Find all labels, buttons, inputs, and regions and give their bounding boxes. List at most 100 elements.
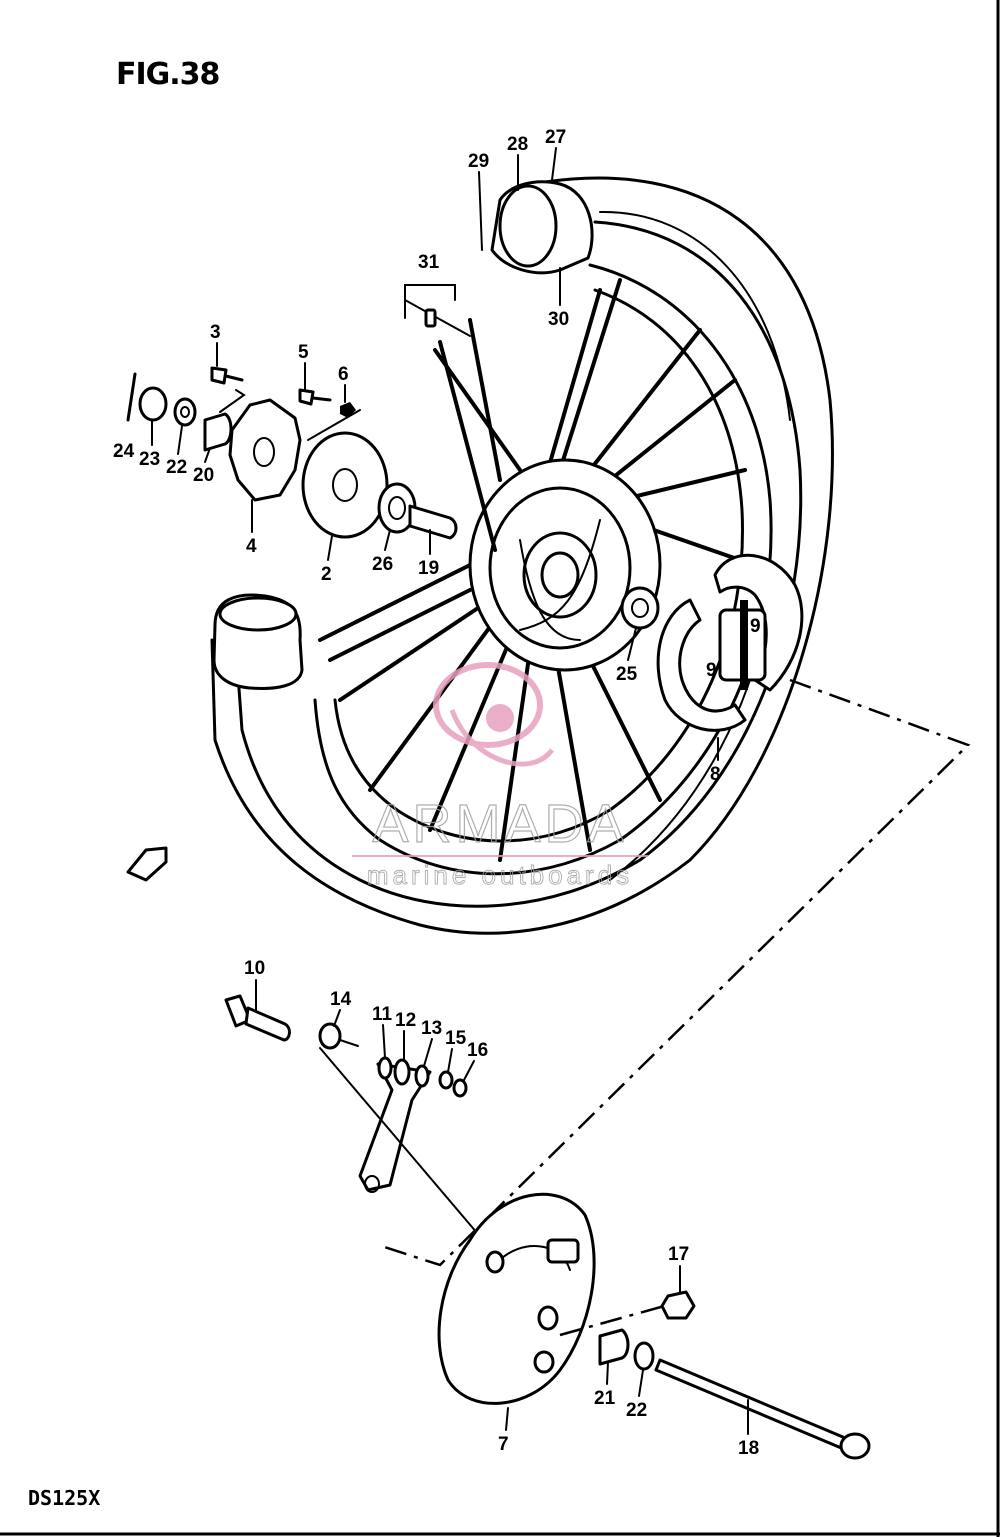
brake-cam-shaft bbox=[244, 1006, 291, 1042]
nut-assembly-line bbox=[559, 1303, 669, 1337]
spoke bbox=[553, 648, 592, 852]
spacer-25-bore bbox=[631, 598, 649, 618]
callout-25: 25 bbox=[616, 664, 638, 685]
callout-11-leader bbox=[382, 1024, 386, 1059]
bolt-3 bbox=[210, 366, 228, 385]
tire-outer-edge bbox=[210, 176, 834, 935]
callout-12: 12 bbox=[395, 1010, 416, 1031]
spoke bbox=[328, 588, 472, 662]
brake-shoe-lower bbox=[656, 598, 747, 732]
watermark: ARMADA marine outboards bbox=[352, 662, 648, 890]
callout-23: 23 bbox=[139, 449, 160, 470]
sprocket-bore bbox=[332, 468, 358, 502]
callout-17: 17 bbox=[668, 1244, 689, 1265]
callout-2: 2 bbox=[321, 564, 332, 585]
washer-22-hole bbox=[180, 406, 190, 418]
spoke bbox=[428, 638, 512, 832]
brake-shoe-upper bbox=[713, 553, 804, 692]
spoke bbox=[608, 378, 737, 482]
callouts: 27 28 29 30 31 3 5 6 24 23 22 20 4 2 26 … bbox=[113, 127, 761, 1459]
watermark-logo-icon bbox=[433, 662, 543, 748]
callout-2-leader bbox=[327, 535, 333, 561]
figure-title: FIG.38 bbox=[116, 57, 220, 92]
spacer-20 bbox=[203, 412, 233, 452]
panel-hole-c bbox=[533, 1350, 555, 1374]
spoke bbox=[543, 288, 602, 482]
hub-drum bbox=[488, 486, 632, 650]
brake-panel-7 bbox=[437, 1192, 596, 1405]
bolt-5-shank bbox=[311, 396, 332, 402]
bearing-26-bore bbox=[388, 496, 406, 520]
callout-29-leader bbox=[478, 171, 483, 251]
panel-stopper bbox=[546, 1238, 580, 1264]
callout-10: 10 bbox=[244, 958, 265, 979]
callout-15: 15 bbox=[445, 1028, 467, 1049]
spoke bbox=[468, 318, 502, 482]
washer-22-lower bbox=[633, 1341, 655, 1371]
spoke-nipple-31 bbox=[424, 308, 437, 328]
callout-22-upper-leader bbox=[177, 425, 183, 455]
cam-to-panel-leader bbox=[319, 1047, 501, 1261]
callout-4: 4 bbox=[246, 536, 257, 557]
sleeve-19 bbox=[408, 504, 458, 540]
callout-22-lower-leader bbox=[638, 1369, 644, 1397]
callout-16-leader bbox=[463, 1060, 475, 1081]
callout-31: 31 bbox=[418, 252, 440, 273]
callout-13: 13 bbox=[421, 1018, 442, 1039]
callout-26-leader bbox=[384, 529, 391, 551]
callout-6: 6 bbox=[338, 364, 349, 385]
hub-axle-bore bbox=[540, 551, 580, 599]
washer-22 bbox=[173, 397, 197, 427]
callout-16: 16 bbox=[467, 1040, 488, 1061]
nut-23 bbox=[138, 386, 168, 422]
callout-14-leader bbox=[333, 1009, 341, 1027]
callout-7-leader bbox=[505, 1407, 509, 1431]
spoke bbox=[318, 558, 482, 642]
washer-14-leader bbox=[339, 1039, 359, 1047]
callout-30: 30 bbox=[548, 309, 569, 330]
callout-18: 18 bbox=[738, 1438, 759, 1459]
spoke-31-bracket bbox=[404, 284, 471, 337]
callout-14: 14 bbox=[330, 989, 352, 1010]
callout-25-leader bbox=[627, 627, 637, 661]
direction-arrow-icon bbox=[126, 846, 168, 882]
callout-15-leader bbox=[447, 1048, 453, 1073]
callout-8: 8 bbox=[710, 764, 721, 785]
cotter-pin-24 bbox=[126, 372, 137, 422]
callout-20-leader bbox=[204, 447, 211, 463]
callout-20: 20 bbox=[193, 465, 214, 486]
tube-bottom bbox=[218, 596, 298, 632]
callout-9-upper: 9 bbox=[750, 616, 761, 637]
callout-9-lower: 9 bbox=[706, 660, 717, 681]
spring-11 bbox=[377, 1056, 393, 1080]
seal-13 bbox=[414, 1064, 430, 1088]
model-code: DS125X bbox=[28, 1486, 100, 1510]
callout-19: 19 bbox=[418, 558, 439, 579]
callout-22-upper: 22 bbox=[166, 457, 187, 478]
carrier-bore bbox=[253, 437, 275, 467]
spacer-25 bbox=[620, 586, 660, 630]
nut-6 bbox=[340, 402, 356, 418]
callout-28: 28 bbox=[507, 134, 528, 155]
nut-17 bbox=[660, 1290, 696, 1320]
hub-center bbox=[522, 531, 598, 619]
callout-21: 21 bbox=[594, 1388, 616, 1409]
watermark-logo-dot bbox=[486, 704, 514, 732]
brake-shoe-assembly bbox=[656, 553, 804, 732]
watermark-tagline: marine outboards bbox=[367, 860, 633, 890]
bolt-3-leader bbox=[219, 389, 246, 413]
bolt-5 bbox=[298, 388, 315, 406]
brake-shoe-assembly-line bbox=[377, 678, 971, 1267]
panel-hole-a bbox=[485, 1250, 505, 1274]
callout-7: 7 bbox=[498, 1434, 509, 1455]
callout-24: 24 bbox=[113, 441, 135, 462]
callout-13-leader bbox=[423, 1038, 433, 1067]
callout-29: 29 bbox=[468, 151, 489, 172]
callout-11: 11 bbox=[372, 1004, 393, 1025]
spoke bbox=[338, 598, 492, 702]
lever-hole bbox=[364, 1175, 380, 1193]
watermark-logo-swirl bbox=[449, 709, 555, 767]
assembly-lines bbox=[377, 678, 971, 1337]
spoke bbox=[558, 278, 622, 472]
